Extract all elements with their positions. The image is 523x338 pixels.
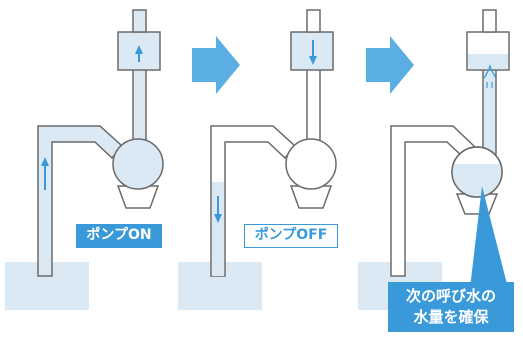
callout-line-1: 次の呼び水の xyxy=(405,287,496,305)
flow-up-arrow-icon xyxy=(41,157,49,190)
top-pipe-3 xyxy=(482,9,497,33)
draining-water xyxy=(212,182,224,276)
callout-line-2: 水量を確保 xyxy=(413,308,489,326)
pump-off-label: ポンプOFF xyxy=(244,224,338,248)
step-arrow-icon xyxy=(366,36,414,94)
flow-up-arrow-icon xyxy=(135,45,143,62)
panel-pump-off xyxy=(178,9,337,310)
step-arrow-icon xyxy=(192,36,240,94)
flow-down-arrow-icon xyxy=(214,196,222,223)
panel-pump-on xyxy=(5,9,164,310)
pump-water-3 xyxy=(452,164,502,197)
top-pipe-2 xyxy=(306,9,321,33)
pump-body-2 xyxy=(285,138,337,190)
priming-water-callout: 次の呼び水の 水量を確保 xyxy=(388,282,514,332)
top-pipe-1 xyxy=(132,9,147,33)
drip-icon xyxy=(483,64,497,88)
callout-pointer xyxy=(470,186,508,288)
chamber-water-3 xyxy=(468,54,508,69)
flow-down-arrow-icon xyxy=(309,40,317,65)
pump-on-label: ポンプON xyxy=(76,224,162,248)
pump-body-1 xyxy=(112,138,164,190)
suction-pipe-1 xyxy=(37,125,124,277)
